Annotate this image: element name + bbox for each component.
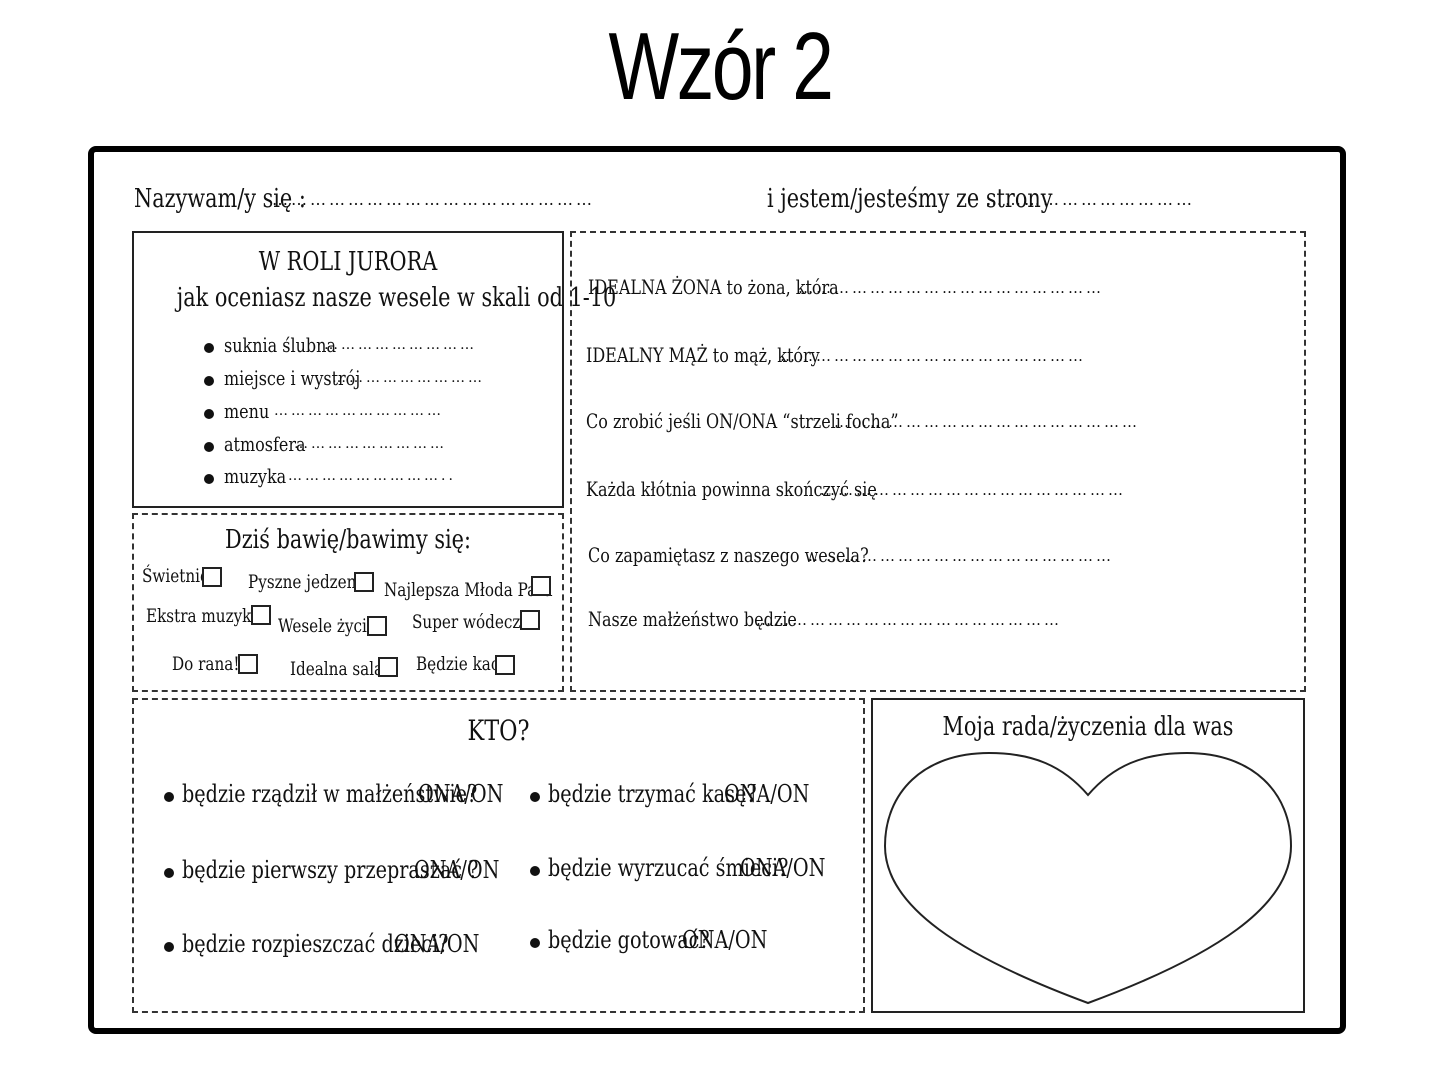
option-label: Idealna sala [290, 658, 384, 680]
bullet-icon [530, 792, 540, 802]
option-label: Świetnie [142, 565, 210, 587]
jury-item-field[interactable]: ……………………… [332, 370, 485, 386]
jury-item-label: muzyka [224, 464, 287, 488]
jury-item-field[interactable]: ……………………….. [288, 468, 456, 484]
bullet-icon [204, 474, 214, 484]
bullet-icon [204, 343, 214, 353]
option-label: Do rana! [172, 653, 240, 675]
jury-subtitle: jak oceniasz nasze wesele w skali od 1-1… [176, 283, 617, 313]
option-label: Super wódeczka [412, 611, 539, 633]
name-label: Nazywam/y się : [134, 184, 306, 214]
option-checkbox[interactable] [251, 605, 271, 625]
jury-item-field[interactable]: ………………………… [274, 403, 444, 419]
kto-answer[interactable]: ONA/ON [740, 854, 826, 882]
side-field[interactable]: …………………………… [986, 190, 1195, 209]
name-row: Nazywam/y się : …………………………………………… i jest… [134, 184, 1309, 224]
ideal-row-field[interactable]: …………………………………………… [756, 611, 1062, 629]
bullet-icon [164, 792, 174, 802]
option-label: Pyszne jedzenie [248, 571, 371, 593]
ideal-row-label: Co zrobić jeśli ON/ONA “strzeli focha” [586, 409, 899, 433]
option-checkbox[interactable] [378, 657, 398, 677]
kto-answer[interactable]: ONA/ON [682, 926, 768, 954]
kto-title: KTO? [467, 714, 530, 747]
bullet-icon [204, 409, 214, 419]
kto-box: KTO? będzie rządził w małżeństwie? ONA/O… [132, 698, 865, 1013]
option-checkbox[interactable] [520, 610, 540, 630]
kto-question: będzie rządził w małżeństwie? [182, 780, 478, 808]
page-title: Wzór 2 [608, 13, 833, 120]
jury-title: W ROLI JURORA [258, 247, 438, 277]
jury-item-label: atmosfera [224, 432, 306, 456]
kto-answer[interactable]: ONA/ON [394, 930, 480, 958]
ideal-row-label: IDEALNA ŻONA to żona, która [588, 275, 839, 299]
option-checkbox[interactable] [238, 654, 258, 674]
ideal-row-field[interactable]: …………………………………………… [834, 413, 1140, 431]
bullet-icon [530, 938, 540, 948]
side-label: i jestem/jesteśmy ze strony [767, 184, 1053, 214]
kto-question: będzie rozpieszczać dzieci? [182, 930, 449, 958]
name-field[interactable]: …………………………………………… [272, 190, 595, 209]
jury-item-label: miejsce i wystrój [224, 366, 361, 390]
bullet-icon [530, 866, 540, 876]
ideal-box: IDEALNA ŻONA to żona, która ………………………………… [570, 231, 1306, 692]
option-label: Wesele życia! [278, 615, 383, 637]
kto-question: będzie trzymać kasę? [548, 780, 757, 808]
heart-icon[interactable] [871, 698, 1305, 1013]
option-checkbox[interactable] [495, 655, 515, 675]
option-label: Będzie kac! [416, 653, 506, 675]
kto-answer[interactable]: ONA/ON [418, 780, 504, 808]
kto-question: będzie pierwszy przepraszać ? [182, 856, 479, 884]
ideal-row-label: Co zapamiętasz z naszego wesela? [588, 543, 869, 567]
jury-box: W ROLI JURORA jak oceniasz nasze wesele … [132, 231, 617, 508]
ideal-row-label: IDEALNY MĄŻ to mąż, który [586, 343, 820, 367]
ideal-row-field[interactable]: …………………………………………… [780, 347, 1086, 365]
bullet-icon [164, 942, 174, 952]
jury-item-label: suknia ślubna [224, 333, 336, 357]
ideal-row-label: Nasze małżeństwo będzie [588, 607, 797, 631]
kto-question: będzie gotować? [548, 926, 710, 954]
ideal-row-field[interactable]: …………………………………………… [798, 279, 1104, 297]
option-label: Ekstra muzyka [146, 605, 261, 627]
option-checkbox[interactable] [531, 576, 551, 596]
option-checkbox[interactable] [367, 616, 387, 636]
bullet-icon [204, 442, 214, 452]
wish-title: Moja rada/życzenia dla was [942, 712, 1234, 742]
kto-answer[interactable]: ONA/ON [414, 856, 500, 884]
jury-item-field[interactable]: ……………………… [294, 436, 447, 452]
bullet-icon [204, 376, 214, 386]
kto-question: będzie wyrzucać śmieci? [548, 854, 789, 882]
form-sheet [88, 146, 1346, 1034]
games-box: Dziś bawię/bawimy się: Świetnie Pyszne j… [132, 513, 564, 692]
jury-item-field[interactable]: ……………………… [324, 337, 477, 353]
games-title: Dziś bawię/bawimy się: [225, 525, 471, 555]
ideal-row-field[interactable]: …………………………………………… [808, 547, 1114, 565]
kto-answer[interactable]: ONA/ON [724, 780, 810, 808]
ideal-row-field[interactable]: …………………………………………… [820, 481, 1126, 499]
jury-item-label: menu [224, 399, 270, 423]
bullet-icon [164, 868, 174, 878]
option-checkbox[interactable] [354, 572, 374, 592]
ideal-row-label: Każda kłótnia powinna skończyć się [586, 477, 877, 501]
option-checkbox[interactable] [202, 567, 222, 587]
option-label: Najlepsza Młoda Para [384, 579, 553, 601]
wish-box: Moja rada/życzenia dla was [871, 698, 1305, 1013]
